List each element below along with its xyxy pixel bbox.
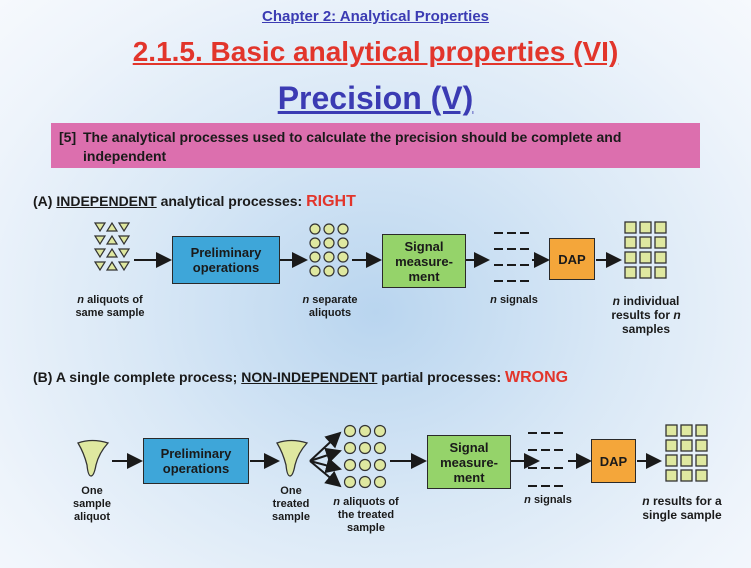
caption-one-sample-aliquot: One sample aliquot [73,485,111,523]
caption-signals-a: n signals [484,294,544,307]
results-grid-icon [665,424,708,482]
results-grid-icon [624,221,667,279]
section-a-keyword: INDEPENDENT [56,193,157,209]
caption-individual-results: n individual results for n samples [603,294,689,336]
treated-sample-icon [276,439,309,477]
section-a-verdict: RIGHT [306,193,356,210]
signals-icon [528,432,563,487]
preliminary-operations-box-b: Preliminary operations [143,438,249,484]
caption-text: aliquots of same sample [75,294,145,319]
dap-box-a: DAP [549,238,595,280]
section-a-prefix: (A) [33,193,53,209]
section-b-text-2: partial processes: [381,369,502,385]
preliminary-operations-box-a: Preliminary operations [172,236,280,284]
slide-subtitle: Precision (V) [277,80,474,116]
caption-n: n [302,294,310,306]
section-a-heading: (A) INDEPENDENT analytical processes: RI… [33,193,356,211]
caption-results-single-sample: n results for a single sample [640,494,724,522]
aliquot-triangles-icon [93,221,131,272]
section-b-keyword: NON-INDEPENDENT [241,369,378,385]
signal-measurement-box-a: Signal measure- ment [382,234,466,288]
aliquot-circles-icon [309,223,349,277]
split-arrows-icon [309,431,342,488]
caption-treated-aliquots: n aliquots of the treated sample [328,496,404,535]
chapter-title: Chapter 2: Analytical Properties [261,8,489,25]
note-box: [5] The analytical processes used to cal… [51,123,700,168]
caption-n: n [333,496,341,508]
caption-text: individual results for [611,294,680,322]
note-text: The analytical processes used to calcula… [83,129,622,164]
sample-aliquot-icon [77,439,110,477]
caption-text: results for a single sample [642,494,722,522]
caption-n: n [490,294,497,306]
treated-aliquots-icon [343,424,387,489]
caption-n: n [673,308,681,322]
caption-n: n [642,494,650,508]
section-b-text-1: A single complete process; [55,369,238,385]
caption-text: separate aliquots [308,294,358,319]
caption-one-treated-sample: One treated sample [272,485,310,523]
section-a-rest: analytical processes: [160,193,303,209]
caption-text: aliquots of the treated sample [337,496,399,534]
slide-title: 2.1.5. Basic analytical properties (VI) [132,36,619,67]
caption-text: signals [499,294,538,306]
section-b-prefix: (B) [33,369,53,385]
caption-text: samples [621,322,671,336]
caption-n: n [77,294,85,306]
caption-aliquots-same-sample: n aliquots of same sample [70,294,150,320]
note-number: [5] [59,129,77,145]
caption-n: n [524,494,531,506]
caption-separate-aliquots: n separate aliquots [292,294,368,320]
section-b-verdict: WRONG [505,369,569,386]
signals-icon [494,232,529,282]
dap-box-b: DAP [591,439,636,483]
section-b-heading: (B) A single complete process; NON-INDEP… [33,369,568,387]
caption-n: n [612,294,620,308]
signal-measurement-box-b: Signal measure- ment [427,435,511,489]
caption-signals-b: n signals [518,494,578,507]
caption-text: signals [533,494,572,506]
